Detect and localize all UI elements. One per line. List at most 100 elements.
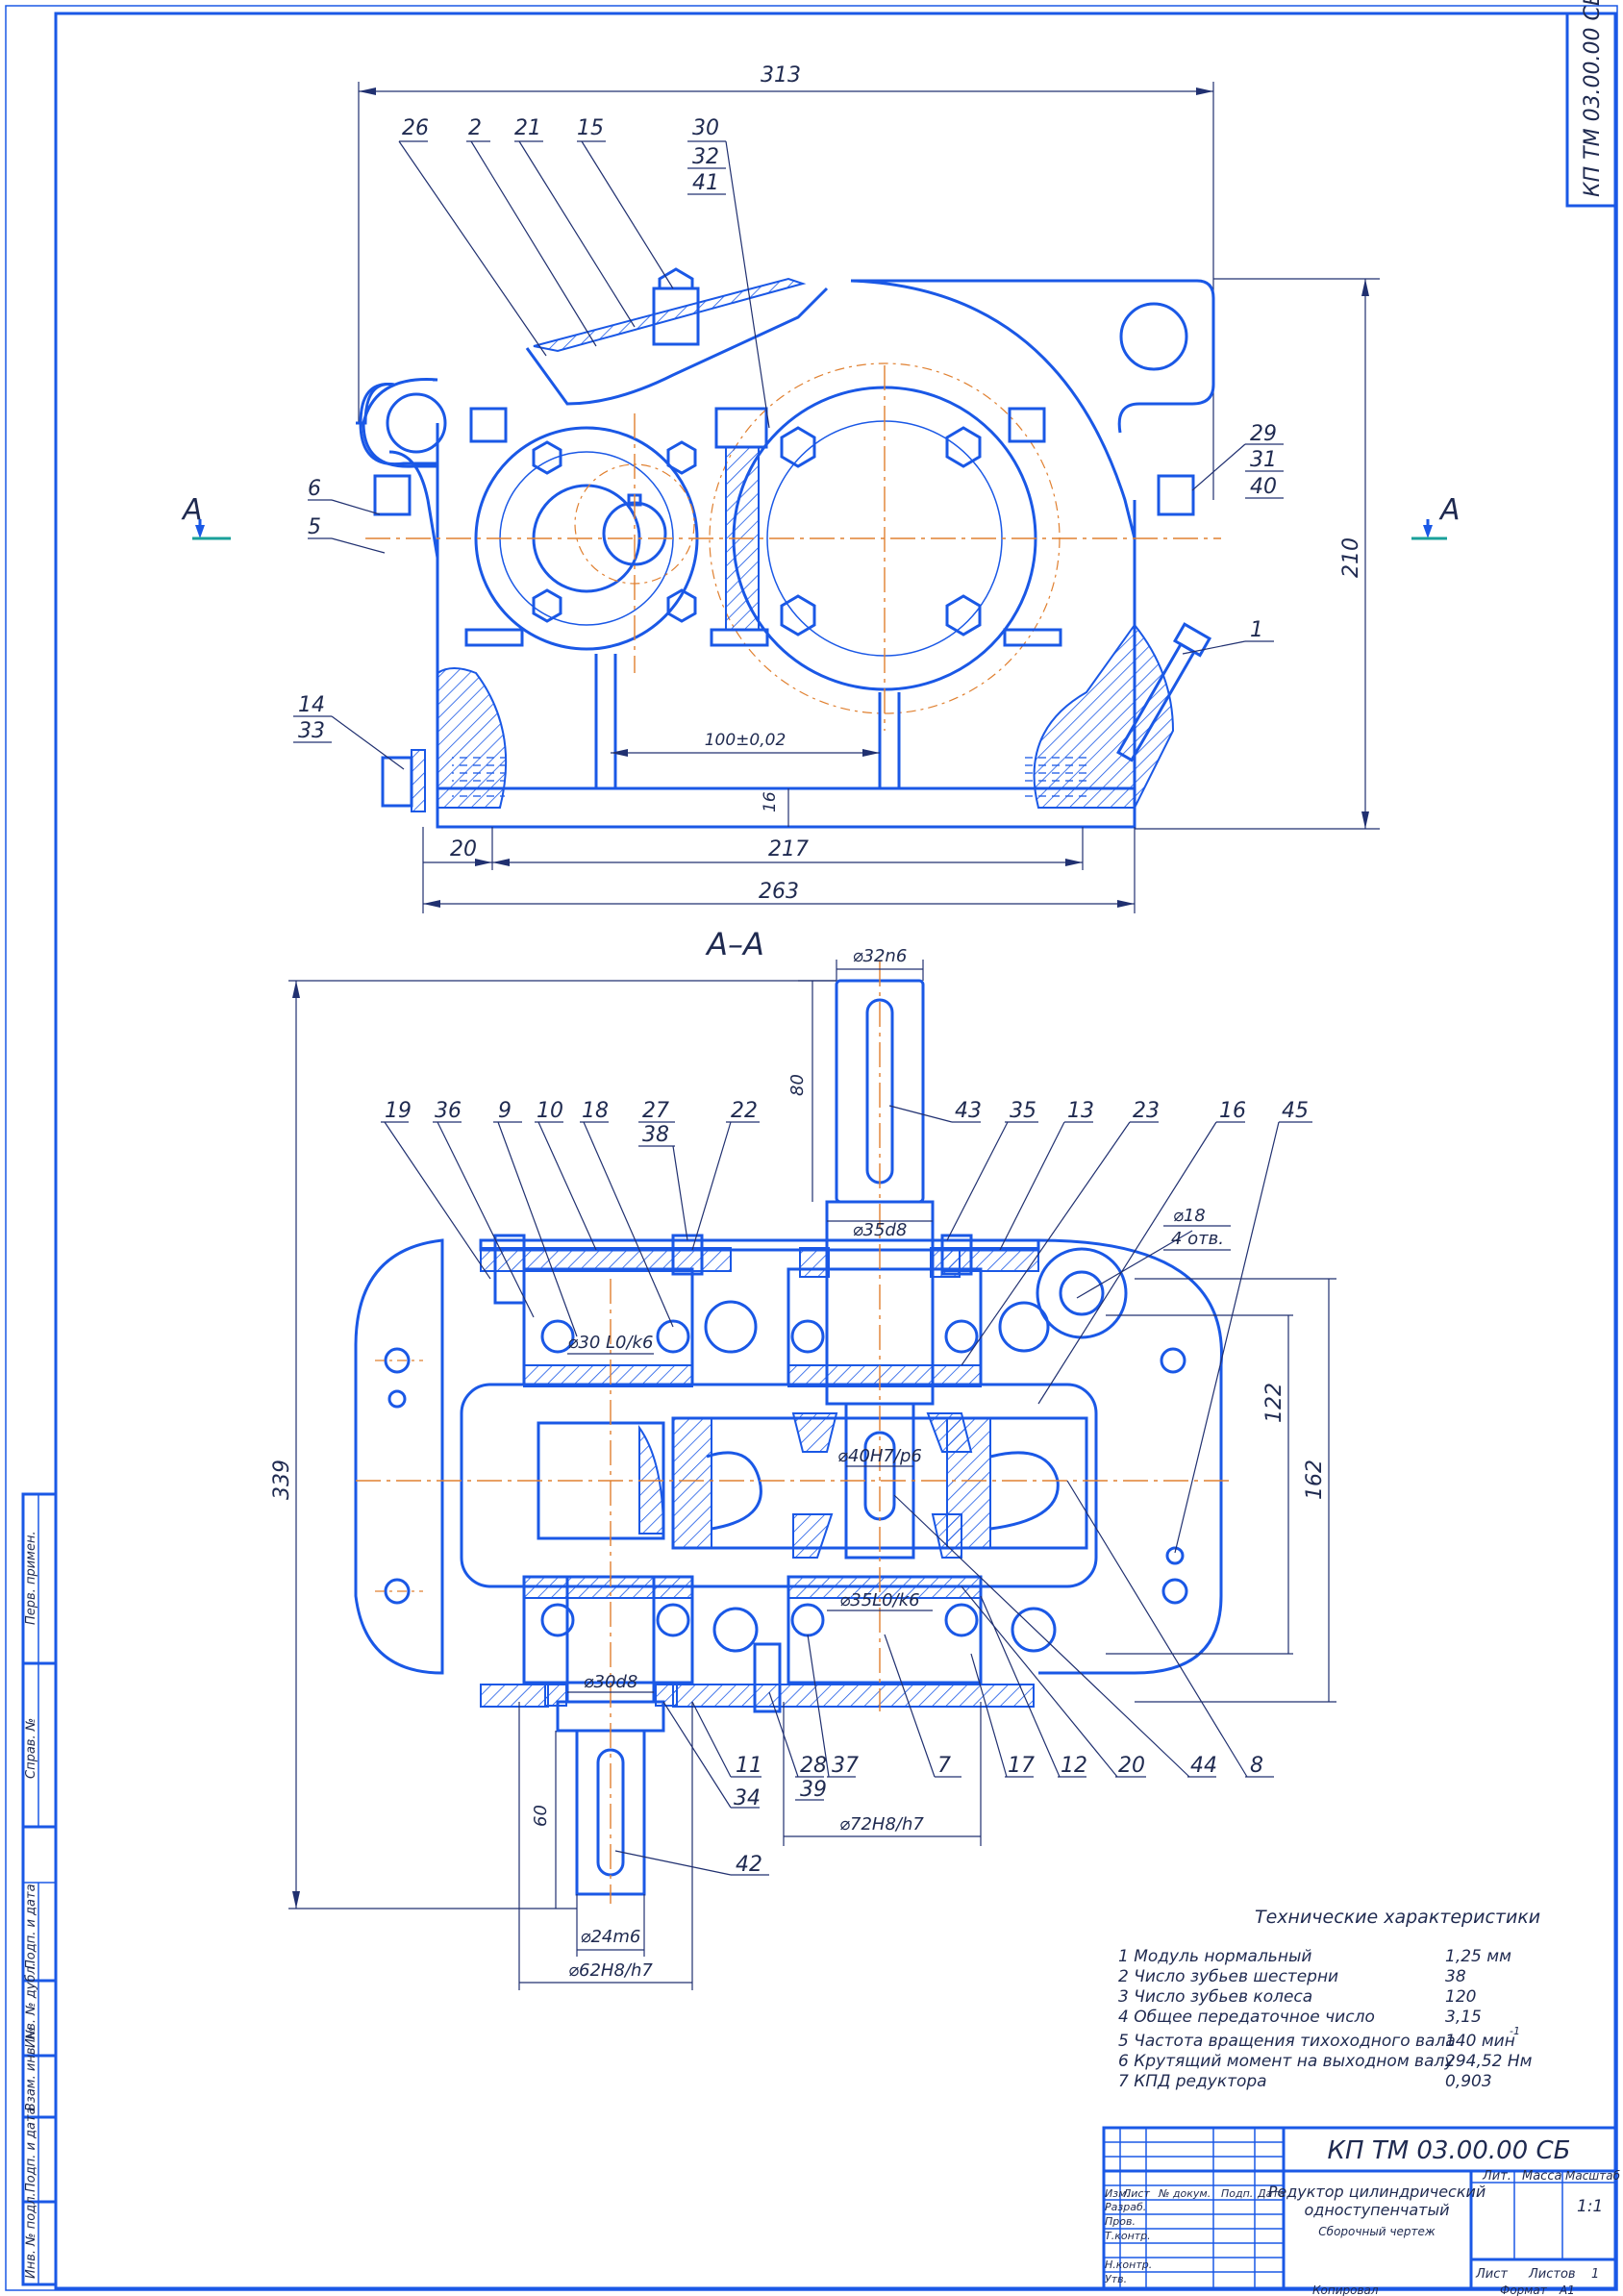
callout-9: 9: [498, 1099, 512, 1123]
dim-210: 210: [1339, 537, 1363, 578]
stamp-list: Лист: [1475, 2267, 1508, 2282]
callout-29: 29: [1250, 422, 1277, 446]
callout-40: 40: [1250, 475, 1277, 499]
dim-d30-bottom: ⌀30d8: [584, 1672, 638, 1692]
callout-20: 20: [1118, 1754, 1145, 1778]
tech-value-6: 294,52 Нм: [1445, 2052, 1533, 2071]
callout-23: 23: [1133, 1099, 1160, 1123]
outer-trim: [5, 5, 1618, 2291]
tech-label-2: 2 Число зубьев шестерни: [1118, 1967, 1338, 1986]
stamp-lit: Лит.: [1482, 2169, 1511, 2184]
stamp-code: КП ТМ 03.00.00 СБ: [1328, 2136, 1571, 2165]
stamp-data: Дата: [1257, 2187, 1286, 2200]
callout-13: 13: [1067, 1099, 1094, 1123]
stamp-razrab: Разраб.: [1105, 2201, 1146, 2213]
callout-22: 22: [731, 1099, 758, 1123]
stamp-tkontr: Т.контр.: [1105, 2230, 1151, 2242]
section-view: ⌀32n6 80 ⌀35d8 ⌀30 L0/k6 ⌀40H7/p6 ⌀35L0/…: [270, 946, 1336, 1990]
callout-7: 7: [937, 1754, 951, 1778]
callout-36: 36: [435, 1099, 462, 1123]
dim-bore-30: ⌀30 L0/k6: [568, 1333, 654, 1353]
tech-value-3: 120: [1445, 1987, 1476, 2007]
callout-16: 16: [1219, 1099, 1246, 1123]
dim-80: 80: [787, 1074, 808, 1096]
stamp-scale: 1:1: [1577, 2197, 1603, 2216]
callout-32: 32: [692, 145, 719, 169]
dim-217: 217: [768, 837, 809, 861]
tech-value-7: 0,903: [1445, 2072, 1492, 2091]
dim-16: 16: [761, 791, 780, 812]
callout-18: 18: [582, 1099, 609, 1123]
strip-podp2: Подп. и дата: [24, 2107, 38, 2192]
strip-inv-podl: Инв. № подл.: [24, 2192, 38, 2279]
dim-bore-35: ⌀35L0/k6: [839, 1590, 919, 1610]
callout-31: 31: [1250, 448, 1277, 472]
callout-1: 1: [1250, 618, 1263, 642]
callout-37: 37: [832, 1754, 859, 1778]
tech-label-7: 7 КПД редуктора: [1118, 2072, 1267, 2091]
dim-d62: ⌀62H8/h7: [568, 1960, 653, 1981]
callout-39: 39: [800, 1778, 827, 1802]
tech-label-4: 4 Общее передаточное число: [1118, 2008, 1375, 2027]
dim-263: 263: [759, 880, 799, 904]
callout-8: 8: [1250, 1754, 1263, 1778]
callout-28: 28: [800, 1754, 827, 1778]
callout-26: 26: [402, 116, 429, 140]
strip-sprav: Справ. №: [24, 1718, 38, 1779]
tech-value-1: 1,25 мм: [1445, 1947, 1511, 1966]
stamp-name-1: Редуктор цилиндрический: [1268, 2183, 1486, 2201]
callout-35: 35: [1010, 1099, 1036, 1123]
callout-17: 17: [1008, 1754, 1035, 1778]
stamp-masshtab: Масштаб: [1565, 2169, 1621, 2183]
tech-characteristics: Технические характеристики 1 Модуль норм…: [1118, 1907, 1540, 2091]
callout-45: 45: [1282, 1099, 1309, 1123]
stamp-ndok: № докум.: [1158, 2187, 1211, 2200]
drawing-frame: [54, 12, 1617, 2290]
callout-2: 2: [468, 116, 482, 140]
dim-hole-count: 4 отв.: [1171, 1229, 1224, 1249]
stamp-massa: Масса: [1522, 2169, 1561, 2184]
callout-15: 15: [577, 116, 604, 140]
strip-podp1: Подп. и дата: [24, 1884, 38, 1969]
stamp-doc-type: Сборочный чертеж: [1318, 2225, 1436, 2238]
callout-12: 12: [1061, 1754, 1087, 1778]
strip-perv: Перв. примен.: [24, 1531, 38, 1625]
callout-19: 19: [385, 1099, 412, 1123]
top-view: 313 210: [181, 63, 1461, 913]
stamp-nkontr: Н.контр.: [1105, 2259, 1152, 2271]
callout-44: 44: [1190, 1754, 1217, 1778]
callout-42: 42: [736, 1853, 762, 1877]
callout-11: 11: [736, 1754, 762, 1778]
dim-d24: ⌀24m6: [581, 1927, 641, 1947]
stamp-utv: Утв.: [1105, 2273, 1127, 2285]
callout-14: 14: [298, 693, 325, 717]
callout-27: 27: [642, 1099, 669, 1123]
section-mark-right: А: [1438, 493, 1461, 527]
dim-hub: ⌀40H7/p6: [837, 1446, 922, 1466]
side-strip: Перв. примен. Справ. № Подп. и дата Инв.…: [21, 1492, 58, 2286]
dim-122: 122: [1262, 1383, 1286, 1423]
dim-313: 313: [761, 63, 801, 87]
tech-label-6: 6 Крутящий момент на выходном валу: [1118, 2052, 1455, 2071]
stamp-listov: Листов: [1528, 2267, 1576, 2282]
callout-43: 43: [955, 1099, 982, 1123]
stamp-list-col: Лист: [1122, 2187, 1150, 2200]
kopir-label: Копировал: [1312, 2284, 1379, 2296]
dim-20: 20: [450, 837, 477, 861]
callout-10: 10: [537, 1099, 563, 1123]
dim-center-distance: 100±0,02: [705, 731, 787, 750]
dim-60: 60: [531, 1805, 551, 1827]
dim-162: 162: [1303, 1460, 1327, 1500]
strip-inv-dubl: Инв. № дубл.: [24, 1962, 38, 2048]
callout-30: 30: [692, 116, 719, 140]
top-code-box: КП ТМ 03.00.00 СБ: [1565, 0, 1617, 208]
section-mark-left: А: [181, 493, 203, 527]
tech-value-5: 140 мин: [1445, 2032, 1515, 2051]
format-value: A1: [1559, 2284, 1575, 2296]
callout-21: 21: [514, 116, 541, 140]
dim-d35-top: ⌀35d8: [853, 1220, 908, 1240]
title-block: КП ТМ 03.00.00 СБ Редуктор цилиндрически…: [1102, 2126, 1621, 2290]
callout-41: 41: [692, 171, 719, 195]
tech-value-2: 38: [1445, 1967, 1466, 1986]
